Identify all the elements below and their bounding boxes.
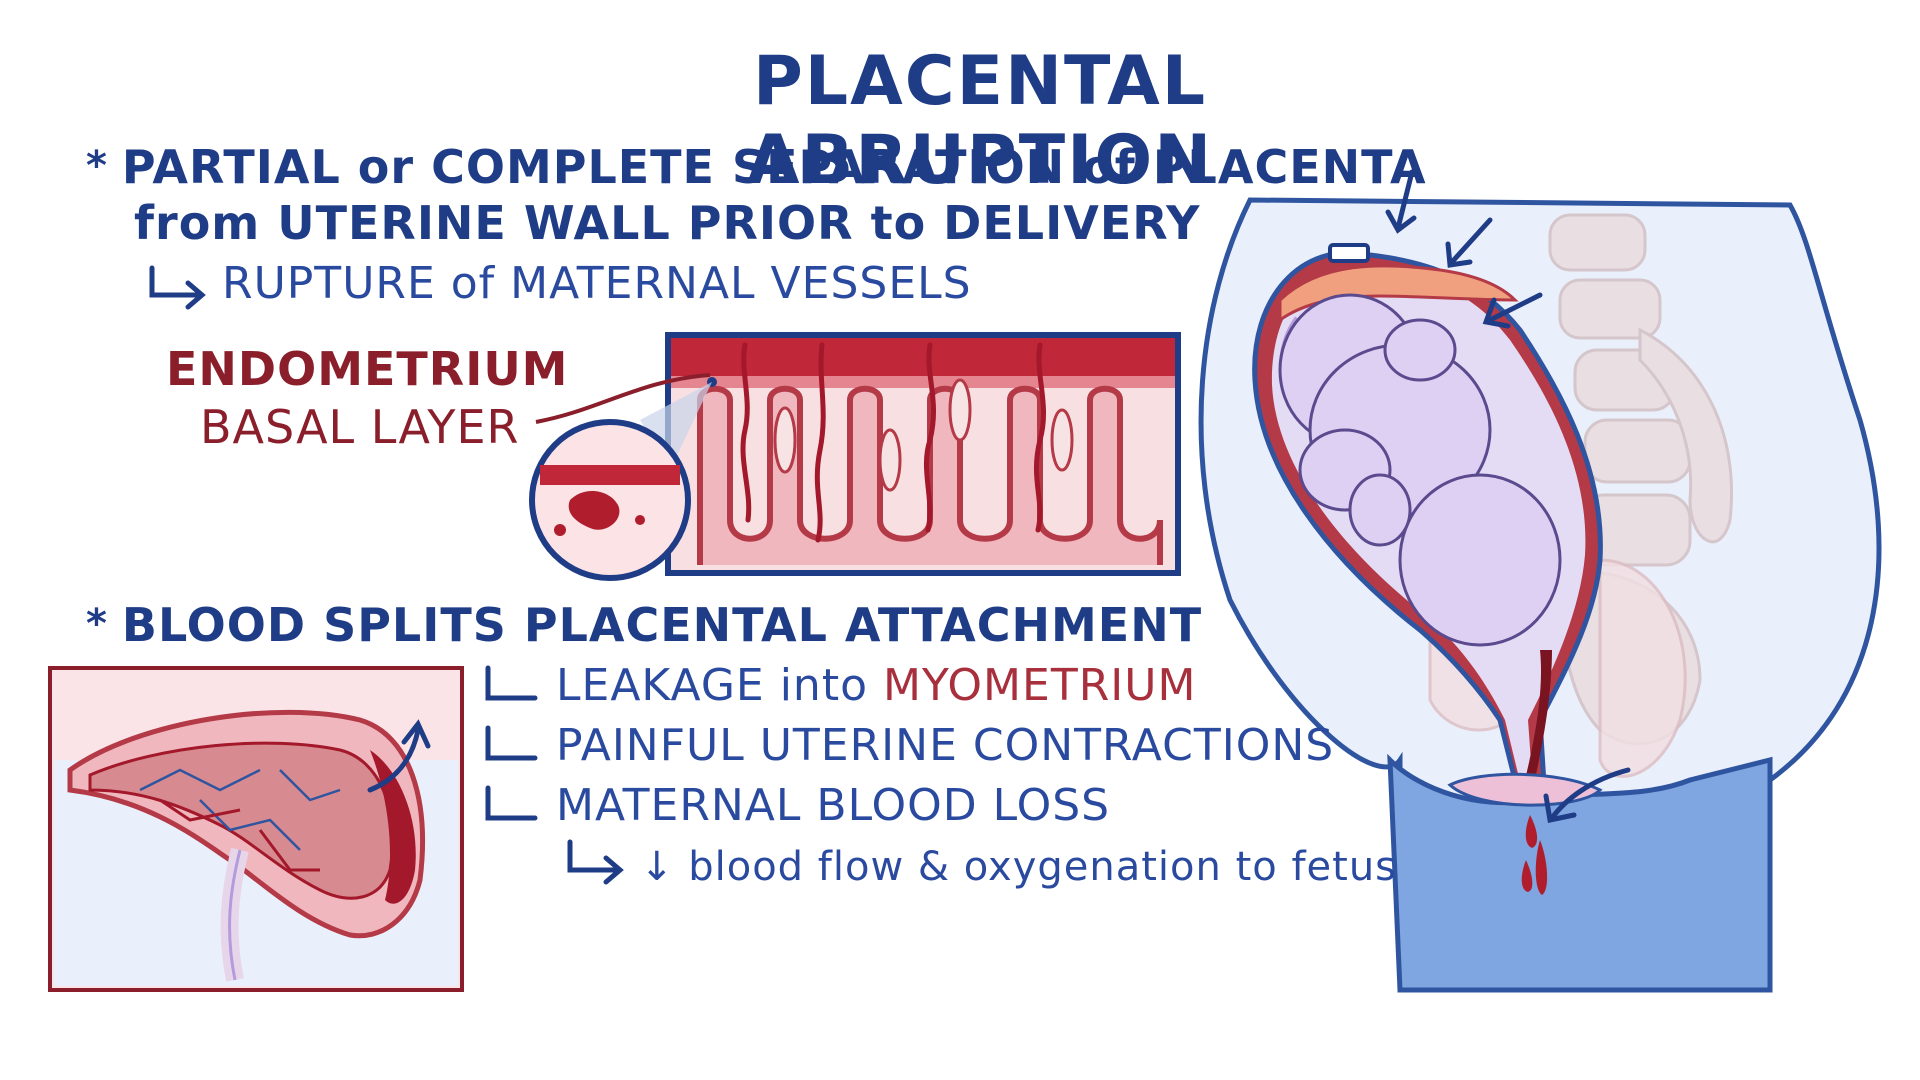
rupture-subpoint: RUPTURE of MATERNAL VESSELS (222, 258, 972, 309)
corner-bracket-icons (485, 665, 538, 821)
definition-line-2: from UTERINE WALL PRIOR to DELIVERY (134, 196, 1201, 250)
abruption-site-marker (1328, 243, 1370, 263)
endometrium-zoom-panel (529, 332, 1181, 581)
basal-layer-label: BASAL LAYER (200, 400, 520, 454)
fetus (1278, 293, 1562, 647)
effect-item-leakage: LEAKAGE into MYOMETRIUM (556, 660, 1196, 711)
myometrium-highlight: MYOMETRIUM (882, 660, 1197, 711)
corner-bracket-icon (485, 785, 538, 821)
fetal-consequence: ↓ blood flow & oxygenation to fetus (640, 844, 1398, 890)
contraction-arrows (1385, 169, 1631, 823)
endometrium-label: ENDOMETRIUM (166, 342, 569, 396)
hooked-arrow-icon (149, 265, 203, 298)
retroplacental-hematoma (370, 750, 416, 904)
endometrial-glands (697, 385, 1163, 565)
placental-detachment-panel (48, 666, 464, 992)
asterisk-bullet-icon: * (86, 601, 108, 647)
definition-line-1: * PARTIAL or COMPLETE SEPARATION of PLACE… (86, 140, 1427, 194)
effect-item-contractions: PAINFUL UTERINE CONTRACTIONS (556, 720, 1335, 771)
hooked-arrow-icons (149, 265, 624, 885)
pregnancy-cross-section (1198, 169, 1882, 993)
hooked-arrow-icon (567, 839, 621, 873)
definition-text-1: PARTIAL or COMPLETE SEPARATION of PLACEN… (121, 140, 1427, 194)
vaginal-bleeding (1520, 650, 1552, 800)
asterisk-bullet-icon: * (86, 143, 108, 189)
effect-text: LEAKAGE into (556, 660, 883, 711)
corner-bracket-icon (485, 665, 538, 701)
corner-bracket-icon (485, 725, 538, 761)
mechanism-text: BLOOD SPLITS PLACENTAL ATTACHMENT (121, 598, 1203, 652)
page-title: PLACENTAL ABRUPTION (746, 42, 1214, 200)
mechanism-line: * BLOOD SPLITS PLACENTAL ATTACHMENT (86, 598, 1202, 652)
blood-drops (1521, 815, 1548, 895)
effect-item-blood-loss: MATERNAL BLOOD LOSS (556, 780, 1111, 831)
